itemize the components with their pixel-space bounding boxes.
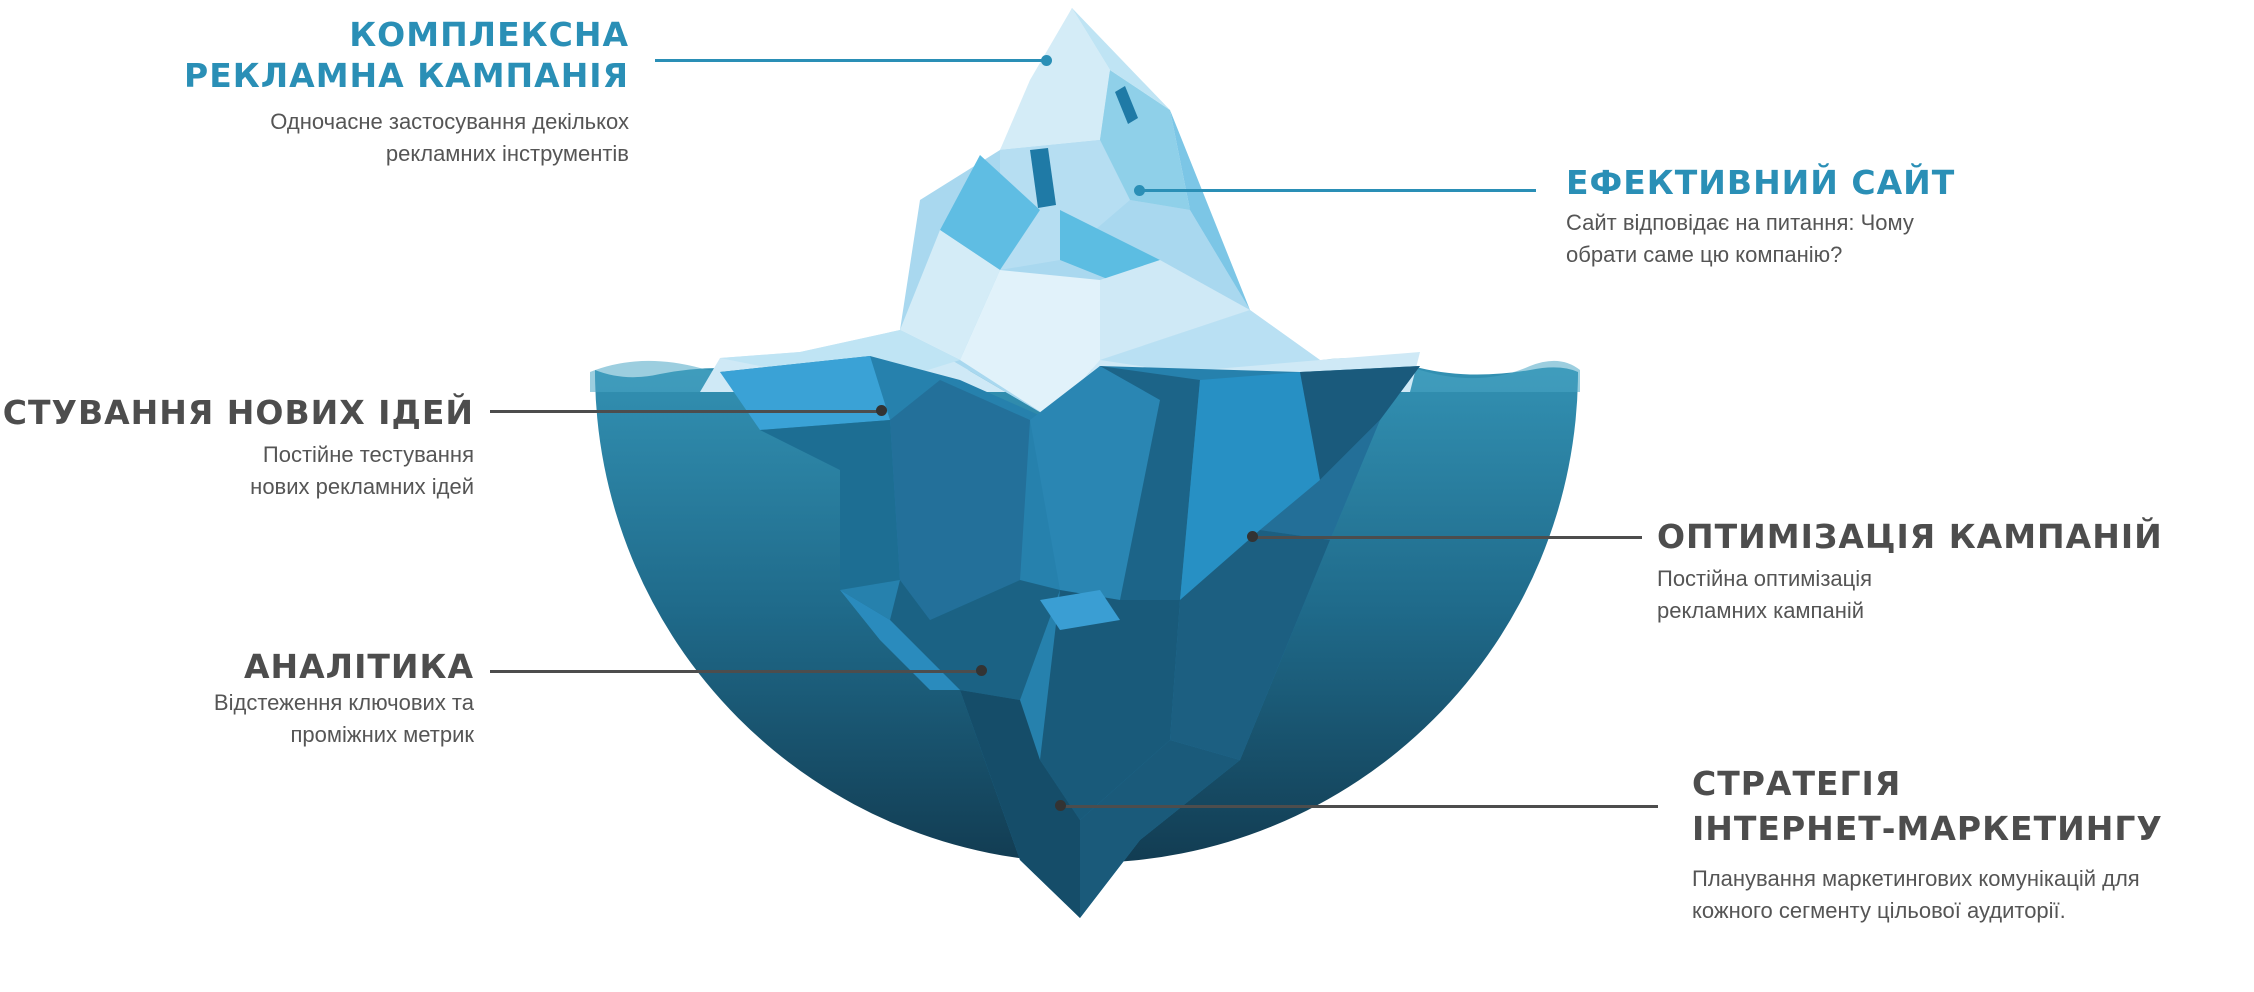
desc-testing-ideas-line2: нових рекламних ідей [250, 474, 474, 499]
title-analytics: АНАЛІТИКА [243, 647, 474, 686]
label-optimization: ОПТИМІЗАЦІЯ КАМПАНІЙ Постійна оптимізаці… [1657, 516, 2163, 627]
desc-optimization-line1: Постійна оптимізація [1657, 566, 1873, 591]
desc-testing-ideas-line1: Постійне тестування [262, 442, 474, 467]
desc-strategy-line1: Планування маркетингових комунікацій для [1692, 866, 2140, 891]
marker-dot-optimization [1247, 531, 1258, 542]
desc-strategy-line2: кожного сегменту цільової аудиторії. [1692, 898, 2066, 923]
label-strategy: СТРАТЕГІЯ ІНТЕРНЕТ-МАРКЕТИНГУ Планування… [1692, 763, 2163, 927]
title-complex-campaign-line2: РЕКЛАМНА КАМПАНІЯ [184, 56, 629, 95]
label-complex-campaign: КОМПЛЕКСНА РЕКЛАМНА КАМПАНІЯ Одночасне з… [184, 14, 629, 170]
desc-analytics-line2: проміжних метрик [290, 722, 474, 747]
title-complex-campaign-line1: КОМПЛЕКСНА [349, 15, 629, 54]
leader-line-testing-ideas [490, 410, 880, 413]
leader-line-effective-site [1138, 189, 1536, 192]
desc-analytics-line1: Відстеження ключових та [213, 690, 474, 715]
marker-dot-testing-ideas [876, 405, 887, 416]
marker-dot-effective-site [1134, 185, 1145, 196]
ice-underwater [720, 356, 1420, 918]
title-testing-ideas: ТЕСТУВАННЯ НОВИХ ІДЕЙ [0, 393, 474, 432]
label-testing-ideas: ТЕСТУВАННЯ НОВИХ ІДЕЙ Постійне тестуванн… [0, 392, 474, 503]
leader-line-complex-campaign [655, 59, 1047, 62]
marker-dot-complex-campaign [1041, 55, 1052, 66]
desc-complex-campaign-line1: Одночасне застосування декількох [270, 109, 629, 134]
leader-line-optimization [1252, 536, 1642, 539]
leader-line-analytics [490, 670, 980, 673]
desc-complex-campaign-line2: рекламних інструментів [385, 141, 629, 166]
desc-effective-site-line2: обрати саме цю компанію? [1566, 242, 1843, 267]
ice-top [700, 8, 1420, 418]
marker-dot-strategy [1055, 800, 1066, 811]
desc-optimization-line2: рекламних кампаній [1657, 598, 1865, 623]
title-strategy-line1: СТРАТЕГІЯ [1692, 764, 1902, 803]
marker-dot-analytics [976, 665, 987, 676]
label-effective-site: ЕФЕКТИВНИЙ САЙТ Сайт відповідає на питан… [1566, 162, 1955, 271]
leader-line-strategy [1060, 805, 1658, 808]
title-effective-site: ЕФЕКТИВНИЙ САЙТ [1566, 163, 1956, 202]
desc-effective-site-line1: Сайт відповідає на питання: Чому [1566, 210, 1914, 235]
title-strategy-line2: ІНТЕРНЕТ-МАРКЕТИНГУ [1692, 809, 2163, 848]
label-analytics: АНАЛІТИКА Відстеження ключових та проміж… [214, 646, 474, 751]
title-optimization: ОПТИМІЗАЦІЯ КАМПАНІЙ [1657, 517, 2163, 556]
